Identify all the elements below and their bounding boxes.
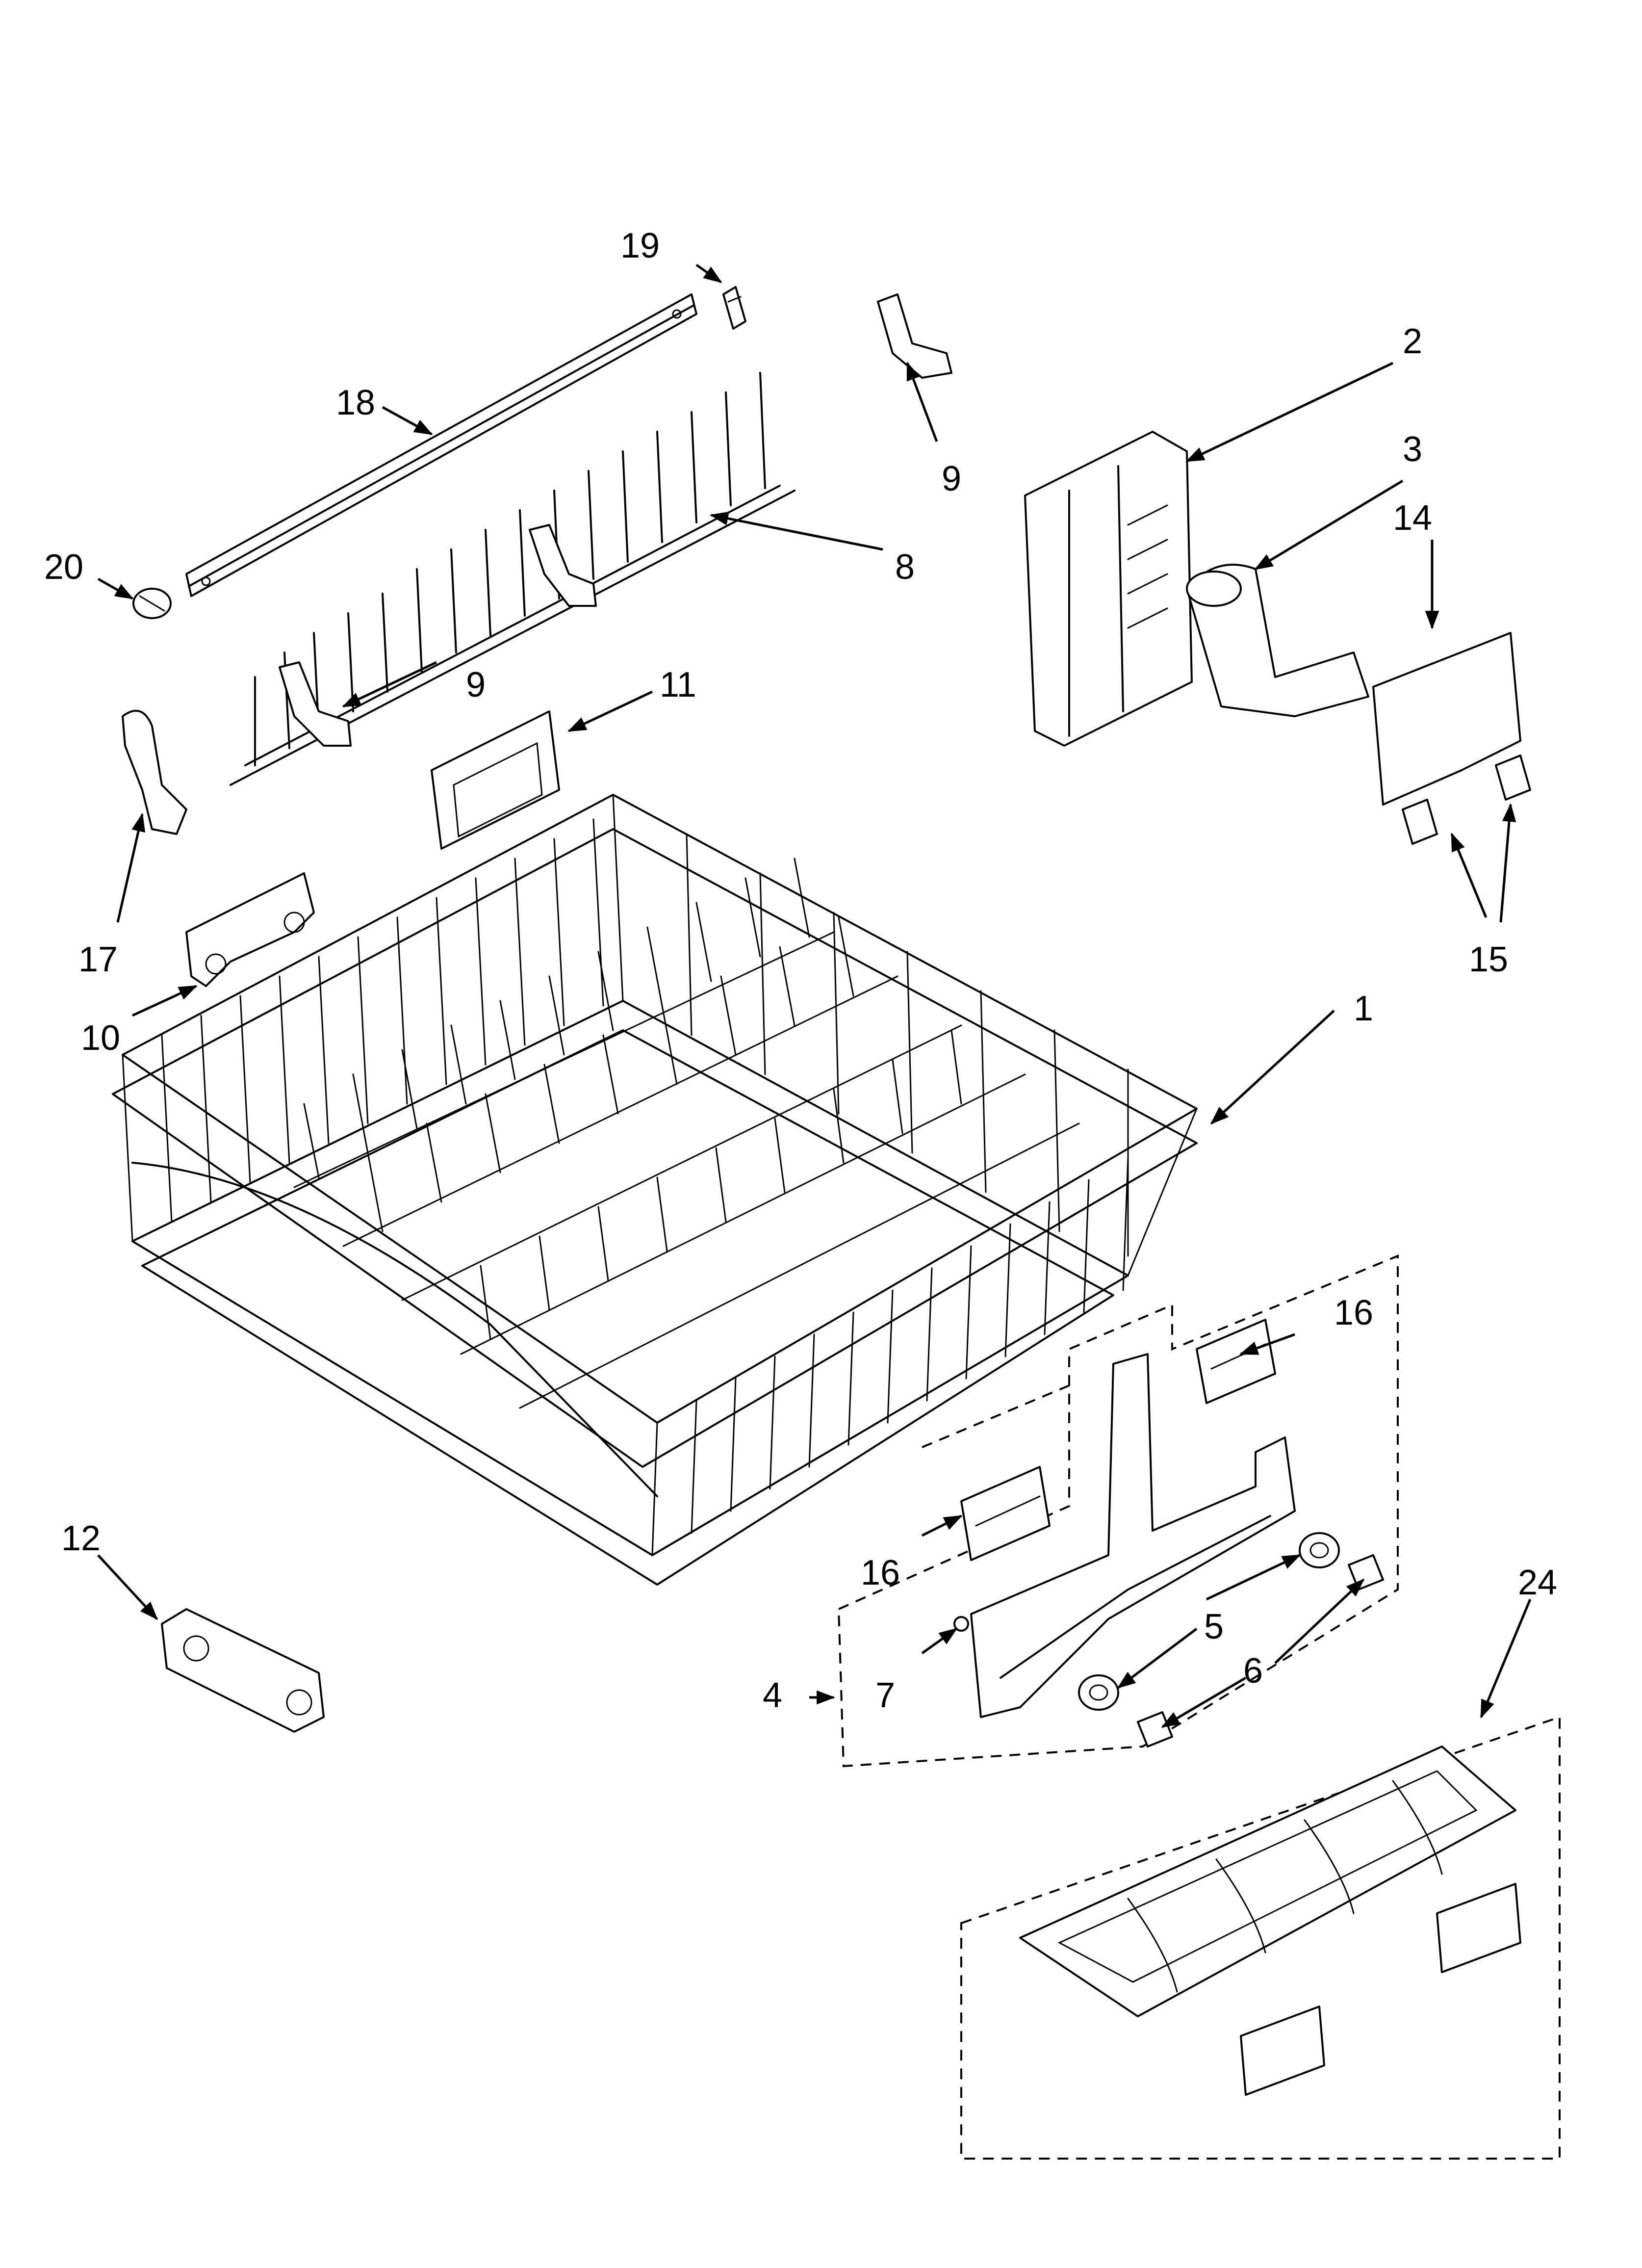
callout-9-lower: 9 xyxy=(466,665,486,704)
part-6-axle-right xyxy=(1348,1554,1384,1590)
part-15-screws xyxy=(1402,755,1531,845)
part-16-pad-lower xyxy=(960,1466,1051,1561)
callout-12: 12 xyxy=(61,1519,101,1558)
part-12-rail-end xyxy=(161,1608,325,1733)
part-5-roller-left xyxy=(1078,1674,1119,1711)
callout-5: 5 xyxy=(1204,1607,1224,1646)
callout-7: 7 xyxy=(875,1676,895,1715)
part-24-tray xyxy=(1019,1746,1516,2017)
callout-18: 18 xyxy=(336,383,375,422)
callout-16-lower: 16 xyxy=(861,1553,900,1592)
group-4-dashed-outline xyxy=(837,1254,1399,1768)
callout-24: 24 xyxy=(1518,1563,1557,1602)
callout-4: 4 xyxy=(763,1676,782,1715)
callout-19: 19 xyxy=(620,226,660,265)
part-10-bracket xyxy=(185,872,315,987)
part-8-tine-row xyxy=(230,372,795,786)
callout-2: 2 xyxy=(1403,322,1422,361)
callout-3: 3 xyxy=(1403,430,1422,469)
part-9-clip-lower xyxy=(279,524,597,747)
callout-17: 17 xyxy=(78,940,118,979)
part-6-axle-left xyxy=(1137,1711,1173,1747)
part-7-screw xyxy=(953,1616,969,1632)
callout-9-upper: 9 xyxy=(942,459,961,498)
leader-lines xyxy=(97,263,1532,1728)
callout-11: 11 xyxy=(660,665,696,704)
part-2-housing xyxy=(1024,431,1193,747)
callout-10: 10 xyxy=(81,1018,120,1058)
callout-labels: 19 18 9 2 3 14 20 8 9 11 17 10 15 1 16 1… xyxy=(44,226,1557,1715)
callout-8: 8 xyxy=(895,547,915,587)
part-11-bracket xyxy=(431,710,560,850)
part-9-clip-upper xyxy=(877,293,952,379)
part-4-frame xyxy=(970,1353,1296,1718)
part-19-clip xyxy=(722,286,746,330)
callout-20: 20 xyxy=(44,547,83,587)
part-14-cover xyxy=(1372,632,1521,806)
callout-1: 1 xyxy=(1354,989,1373,1028)
part-1-basket xyxy=(112,794,1198,1586)
callout-14: 14 xyxy=(1393,498,1432,538)
part-17-lever xyxy=(122,709,187,835)
part-18-rail xyxy=(185,293,697,597)
part-3-handle xyxy=(1186,564,1369,717)
callout-6: 6 xyxy=(1243,1651,1263,1691)
part-5-roller-right xyxy=(1299,1532,1340,1568)
part-24-clip-right xyxy=(1436,1883,1521,1973)
callout-15: 15 xyxy=(1469,940,1508,979)
part-20-knob xyxy=(132,588,172,619)
part-24-clip-left xyxy=(1240,2006,1325,2096)
part-16-pad-upper xyxy=(1196,1319,1276,1404)
callout-16-upper: 16 xyxy=(1334,1293,1373,1332)
